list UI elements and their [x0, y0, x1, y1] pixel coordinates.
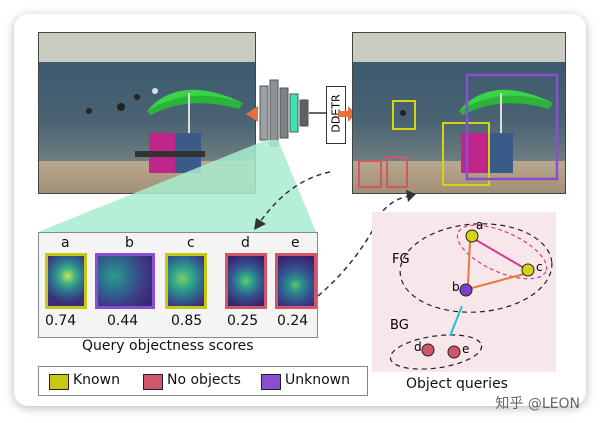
- legend-label-unknown: Unknown: [285, 372, 350, 388]
- query-score-c: 0.85: [171, 313, 203, 329]
- query-score-e: 0.24: [277, 313, 309, 329]
- node-label-d: d: [414, 340, 422, 354]
- node-e: [447, 345, 461, 359]
- query-score-b: 0.44: [107, 313, 139, 329]
- node-label-c: c: [536, 260, 543, 274]
- query-letter-d: d: [241, 235, 250, 251]
- node-label-a: a: [476, 218, 484, 232]
- query-letter-a: a: [61, 235, 70, 251]
- query-letter-e: e: [291, 235, 300, 251]
- legend-swatch-no-objects: [143, 374, 163, 390]
- output-image: [352, 32, 566, 194]
- node-b: [459, 283, 473, 297]
- object-queries-caption: Object queries: [406, 376, 508, 392]
- query-panel: a b c d e 0.74 0.44 0.85 0.25 0.24: [38, 232, 318, 338]
- query-caption: Query objectness scores: [82, 338, 254, 354]
- bg-label: BG: [390, 318, 409, 333]
- object-queries-panel: a c b d e FG BG: [372, 212, 556, 372]
- fg-label: FG: [392, 252, 410, 267]
- network-blocks: [246, 79, 332, 147]
- legend-swatch-unknown: [261, 374, 281, 390]
- query-tile-e: [275, 253, 317, 309]
- watermark: 知乎 @LEON: [495, 396, 580, 412]
- node-a: [465, 229, 479, 243]
- query-tile-d: [225, 253, 267, 309]
- legend-label-no-objects: No objects: [167, 372, 241, 388]
- zoom-wedge: [38, 140, 316, 232]
- legend-label-known: Known: [73, 372, 120, 388]
- node-d: [421, 343, 435, 357]
- node-label-e: e: [462, 342, 470, 356]
- node-label-b: b: [452, 280, 460, 294]
- query-tile-b: [95, 253, 155, 309]
- legend: Known No objects Unknown: [38, 366, 368, 396]
- query-letter-c: c: [187, 235, 195, 251]
- query-tile-c: [165, 253, 207, 309]
- query-score-d: 0.25: [227, 313, 259, 329]
- node-c: [521, 263, 535, 277]
- query-tile-a: [45, 253, 87, 309]
- query-score-a: 0.74: [45, 313, 77, 329]
- legend-swatch-known: [49, 374, 69, 390]
- query-letter-b: b: [125, 235, 134, 251]
